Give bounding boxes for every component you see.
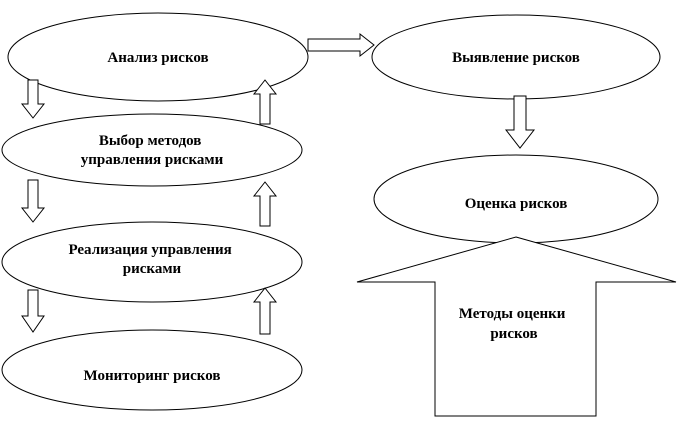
- arrow-method-selection-to-implementation: [20, 179, 46, 223]
- node-assessment-methods-line-1: Методы оценки: [459, 306, 566, 322]
- arrow-identification-to-assessment: [504, 95, 536, 149]
- node-monitoring-line-1: Мониторинг рисков: [84, 368, 221, 384]
- node-identification-label: Выявление рисков: [452, 50, 580, 66]
- node-implementation-line-2: рисками: [123, 261, 182, 277]
- node-assessment-methods-line-2: рисков: [490, 326, 537, 342]
- node-method-selection-line-2: управления рисками: [81, 152, 224, 168]
- arrow-monitoring-to-implementation: [252, 287, 278, 335]
- arrow-analysis-to-identification: [307, 32, 375, 58]
- node-monitoring: [1, 329, 303, 411]
- node-assessment-methods-label: Методы оценки рисков: [459, 306, 569, 342]
- arrow-implementation-to-method-selection: [252, 181, 278, 227]
- node-analysis: [7, 12, 309, 102]
- node-method-selection-label: Выбор методов управления рисками: [81, 133, 224, 168]
- node-identification-line-1: Выявление рисков: [452, 50, 580, 66]
- node-method-selection: [1, 113, 303, 187]
- arrow-implementation-to-monitoring: [21, 289, 45, 333]
- node-monitoring-label: Мониторинг рисков: [84, 368, 221, 384]
- arrow-analysis-to-method-selection: [20, 79, 46, 119]
- node-implementation-line-1: Реализация управления: [68, 242, 231, 258]
- node-analysis-label: Анализ рисков: [107, 50, 208, 66]
- node-assessment-methods: [356, 236, 677, 417]
- node-implementation-label: Реализация управления рисками: [68, 242, 235, 277]
- node-analysis-line-1: Анализ рисков: [107, 50, 208, 66]
- node-assessment-line-1: Оценка рисков: [465, 196, 568, 212]
- node-method-selection-line-1: Выбор методов: [99, 133, 202, 149]
- node-implementation: [1, 221, 303, 303]
- node-assessment-label: Оценка рисков: [465, 196, 568, 212]
- arrow-method-selection-to-analysis: [252, 79, 278, 125]
